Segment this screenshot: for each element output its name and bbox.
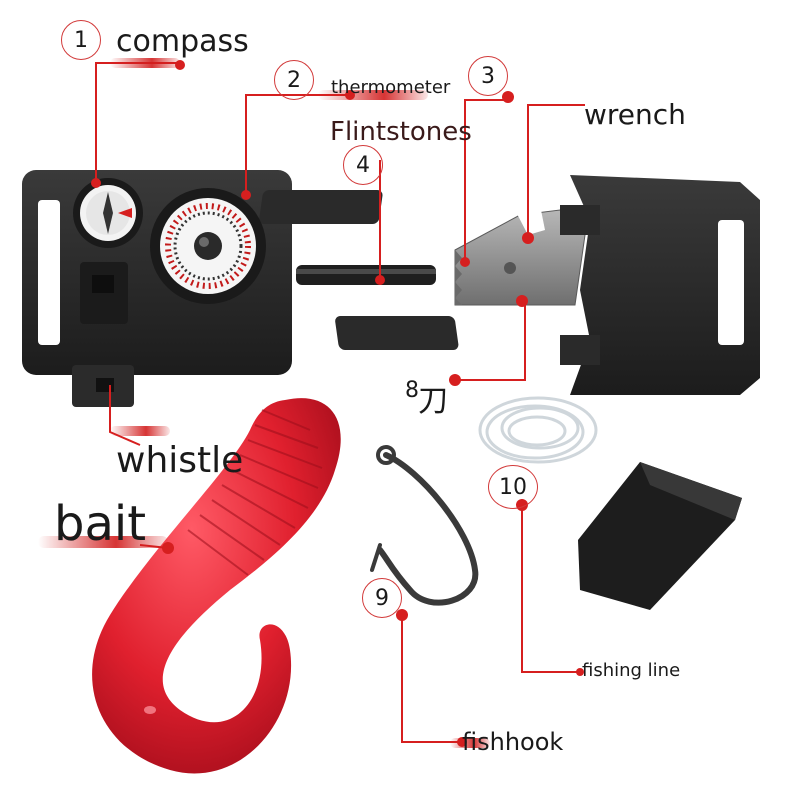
thermometer-dial — [150, 188, 266, 304]
swish-bait — [38, 536, 168, 548]
label-flintstones: Flintstones — [330, 117, 472, 147]
label-compass: compass — [116, 24, 249, 59]
swish-thermometer — [318, 90, 428, 100]
swish-fishhook — [450, 738, 490, 748]
striker-block — [578, 462, 742, 610]
bait-drawing — [92, 398, 341, 774]
callout-number-10: 10 — [488, 465, 538, 509]
wrench-tool — [454, 205, 586, 306]
callout-number-9: 9 — [362, 578, 402, 618]
label-knife-glyph: 刀 — [418, 384, 448, 419]
compass-dial — [73, 178, 143, 248]
callout-number-8: 8 — [405, 377, 419, 403]
fishing-line-coil — [478, 396, 598, 464]
swish-compass — [110, 58, 180, 68]
callout-number-2: 2 — [274, 60, 314, 100]
swish-whistle — [110, 426, 170, 436]
callout-number-1: 1 — [61, 20, 101, 60]
label-whistle: whistle — [116, 440, 244, 481]
female-buckle — [560, 175, 760, 395]
label-fishing-line: fishing line — [582, 660, 681, 681]
callout-number-3: 3 — [468, 56, 508, 96]
label-fishhook: fishhook — [462, 728, 564, 756]
fishhook-drawing — [370, 445, 479, 606]
label-thermometer: thermometer — [331, 77, 451, 98]
label-wrench: wrench — [584, 98, 686, 131]
label-bait: bait — [54, 496, 147, 552]
flint-rod — [296, 265, 436, 285]
callout-number-4: 4 — [343, 145, 383, 185]
